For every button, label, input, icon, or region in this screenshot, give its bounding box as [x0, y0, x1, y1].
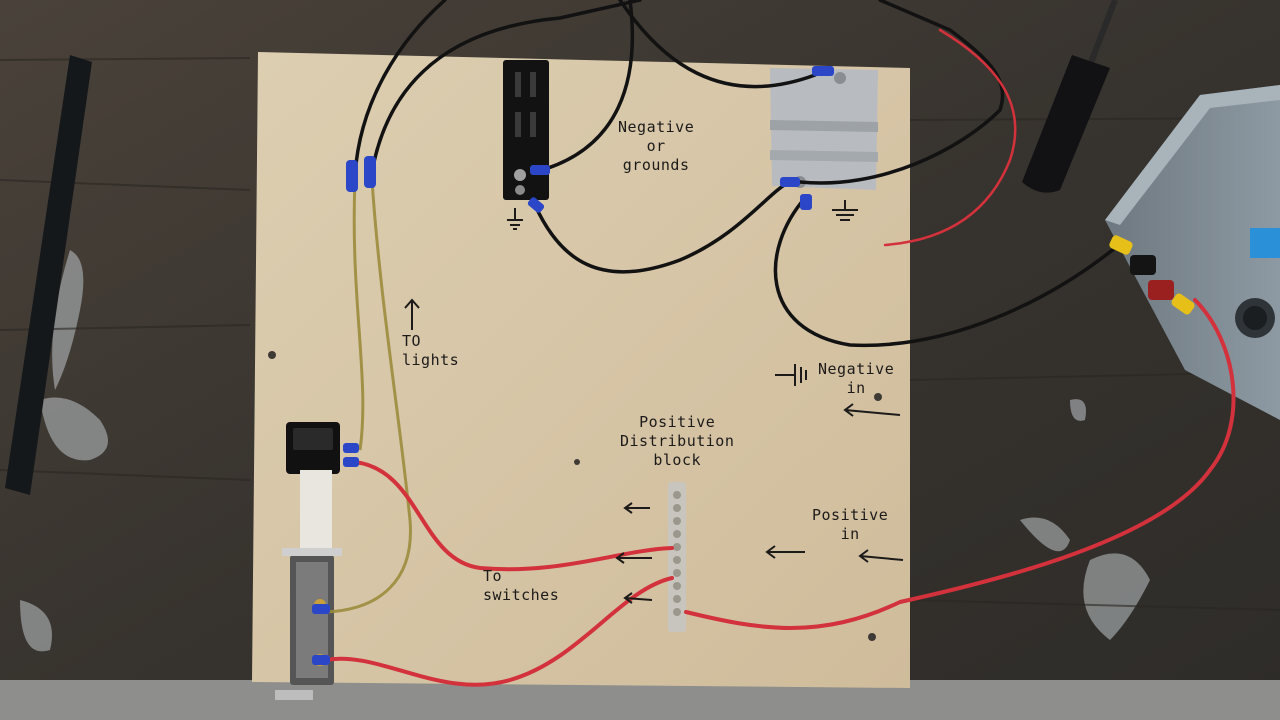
ground-bus-bar	[503, 60, 549, 200]
power-supply	[1105, 85, 1280, 420]
black-ruler	[5, 55, 92, 495]
label-negative-in: Negative in	[818, 360, 895, 397]
blue-terminals	[312, 66, 834, 665]
yellow-wires	[324, 179, 412, 614]
positive-distribution-block	[668, 482, 686, 632]
arrow-left-icon	[615, 403, 904, 604]
plywood-board	[252, 52, 910, 688]
label-to-lights: TO lights	[402, 332, 460, 369]
label-to-switches: To switches	[483, 567, 560, 604]
rocker-switch	[286, 422, 340, 474]
floor-strip	[0, 680, 1280, 720]
black-wires	[353, 0, 1117, 348]
screwdriver	[1022, 0, 1118, 193]
arrow-up-icon	[404, 298, 420, 330]
ground-symbol-icon	[507, 200, 858, 386]
label-negative-grounds: Negative or grounds	[618, 118, 695, 174]
paint-splatters	[20, 250, 1150, 652]
label-positive-in: Positive in	[812, 506, 889, 543]
metal-ground-bracket	[770, 68, 878, 190]
supply-terminals	[1109, 235, 1195, 315]
toggle-switch	[275, 470, 342, 700]
board-screws	[268, 351, 882, 641]
label-positive-distribution-block: Positive Distribution block	[620, 413, 735, 469]
